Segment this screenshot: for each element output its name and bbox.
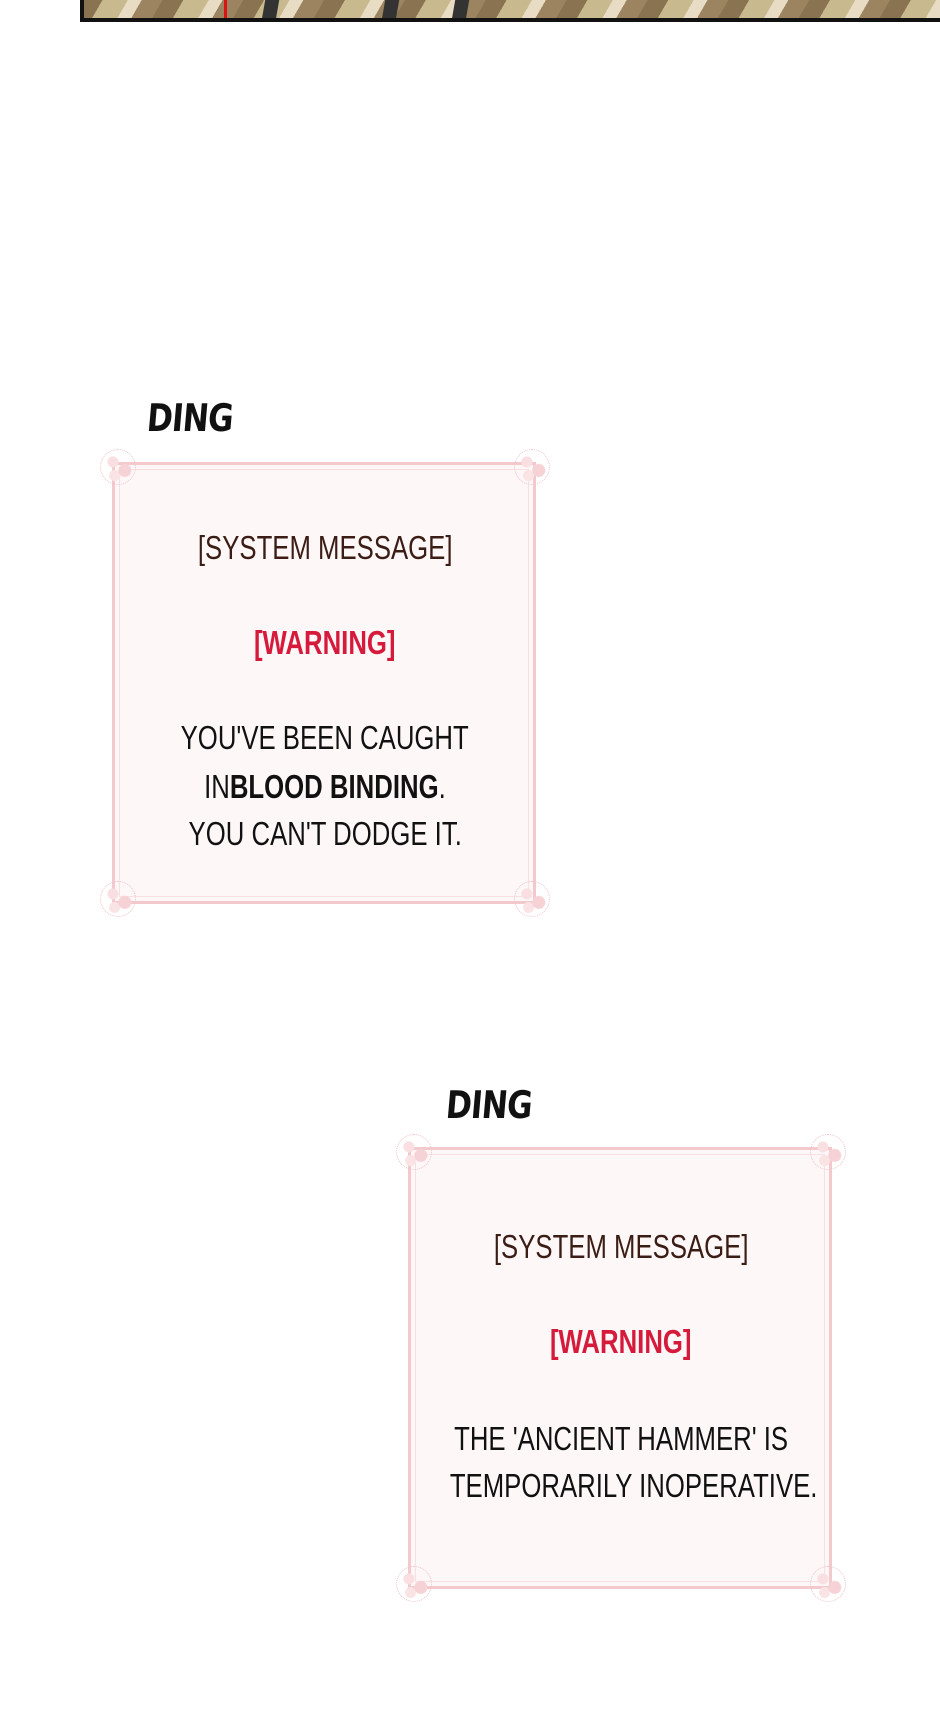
rose-ornament-icon (810, 1134, 846, 1170)
rose-ornament-icon (514, 881, 550, 917)
rose-ornament-icon (810, 1566, 846, 1602)
panel-detail (452, 0, 470, 18)
panel-detail (262, 0, 280, 18)
message-line: TEMPORARILY INOPERATIVE. (449, 1467, 818, 1504)
text: . (438, 768, 446, 805)
box-frame (408, 1147, 832, 1589)
system-message-box: [SYSTEM MESSAGE] [WARNING] YOU'VE BEEN C… (100, 449, 550, 917)
sound-effect-ding: DING (444, 1083, 534, 1127)
warning-label: [WARNING] (254, 624, 396, 661)
panel-detail (382, 0, 400, 18)
message-line: THE 'ANCIENT HAMMER' IS (453, 1420, 788, 1457)
text: IN (204, 768, 230, 805)
warning-label: [WARNING] (550, 1323, 692, 1360)
system-message-header: [SYSTEM MESSAGE] (197, 529, 453, 566)
sound-effect-ding: DING (145, 396, 235, 440)
box-frame (112, 462, 536, 904)
rose-ornament-icon (514, 449, 550, 485)
rose-ornament-icon (396, 1134, 432, 1170)
comic-panel-top (80, 0, 940, 22)
message-line: YOU CAN'T DODGE IT. (188, 815, 462, 852)
message-line: YOU'VE BEEN CAUGHT (180, 719, 470, 756)
rose-ornament-icon (100, 449, 136, 485)
bold-term: BLOOD BINDING (229, 768, 439, 805)
rose-ornament-icon (396, 1566, 432, 1602)
rose-ornament-icon (100, 881, 136, 917)
panel-detail (224, 0, 227, 18)
system-message-header: [SYSTEM MESSAGE] (493, 1228, 749, 1265)
message-line: IN BLOOD BINDING. (204, 770, 446, 803)
system-message-box: [SYSTEM MESSAGE] [WARNING] THE 'ANCIENT … (396, 1134, 846, 1602)
